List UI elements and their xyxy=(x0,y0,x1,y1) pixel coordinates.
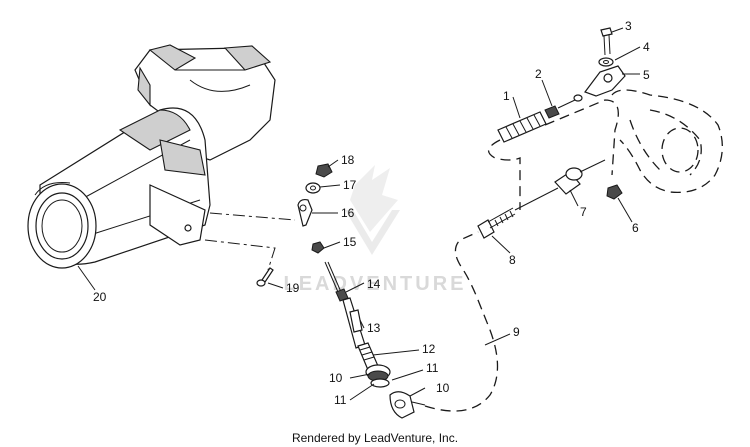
callout-1: 1 xyxy=(503,89,510,103)
callout-19: 19 xyxy=(286,281,300,295)
footer-credit: Rendered by LeadVenture, Inc. xyxy=(292,431,458,445)
callout-17: 17 xyxy=(343,178,357,192)
callout-16: 16 xyxy=(341,206,355,220)
watermark-logo xyxy=(345,165,400,255)
callout-15: 15 xyxy=(343,235,357,249)
callout-12: 12 xyxy=(422,342,436,356)
linkage-stack xyxy=(256,163,426,419)
callout-5: 5 xyxy=(643,68,650,82)
alignment-line-lower xyxy=(204,239,276,271)
callout-2: 2 xyxy=(535,67,542,81)
callout-10-lower: 10 xyxy=(436,381,450,395)
callout-11-right: 11 xyxy=(426,361,439,375)
callout-13: 13 xyxy=(367,321,381,335)
callout-20: 20 xyxy=(93,290,107,304)
callout-7: 7 xyxy=(580,205,587,219)
callout-8: 8 xyxy=(509,253,516,267)
callout-4: 4 xyxy=(643,40,650,54)
housing-part-20 xyxy=(27,44,276,269)
leader-lines xyxy=(77,27,641,401)
callout-18: 18 xyxy=(341,153,355,167)
callout-6: 6 xyxy=(632,221,639,235)
callout-9: 9 xyxy=(513,325,520,339)
callout-labels: 1 2 3 4 5 6 7 8 9 10 10 11 11 12 13 14 1… xyxy=(93,19,650,407)
alignment-line-upper xyxy=(209,212,296,221)
callout-3: 3 xyxy=(625,19,632,33)
callout-11-left: 11 xyxy=(334,393,347,407)
watermark-text: LEADVENTURE xyxy=(283,273,466,295)
cable-assembly xyxy=(424,27,723,412)
callout-10-upper: 10 xyxy=(329,371,343,385)
callout-14: 14 xyxy=(367,277,381,291)
